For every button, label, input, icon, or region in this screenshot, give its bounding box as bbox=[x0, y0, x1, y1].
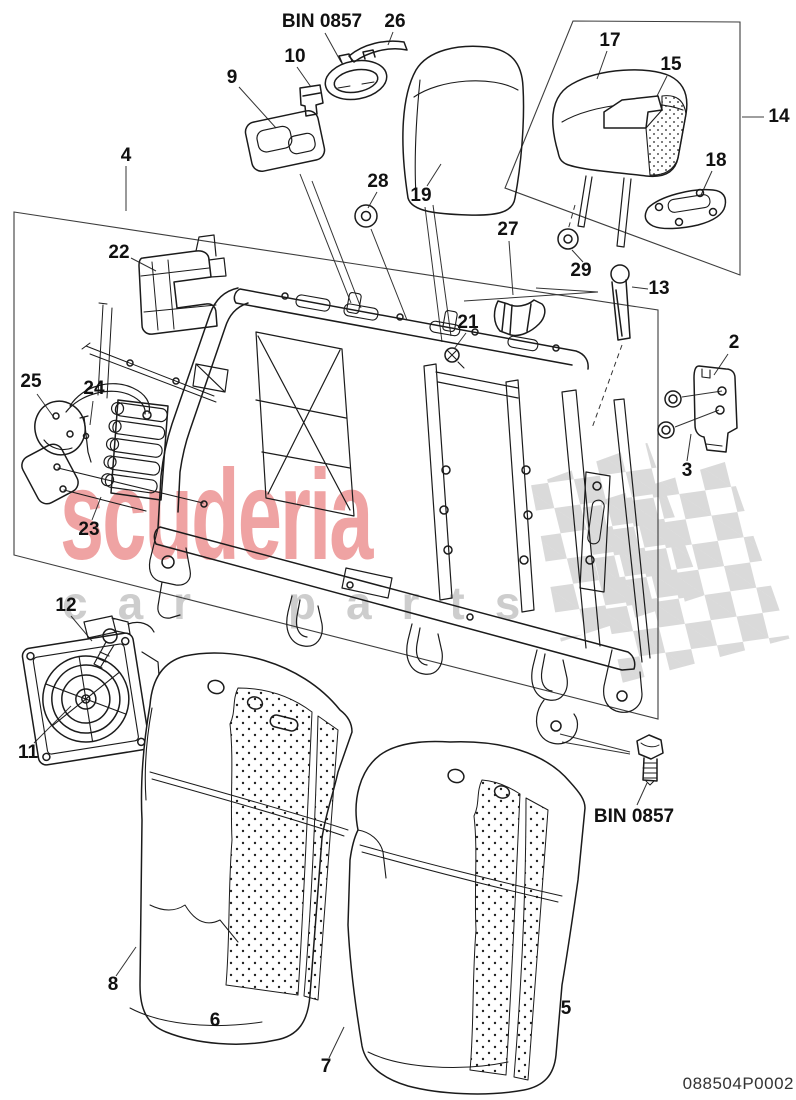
headrest-cushion-part bbox=[402, 45, 525, 216]
screw-part bbox=[93, 628, 118, 669]
seat-pad-left-part bbox=[129, 652, 353, 1045]
callout-6: 6 bbox=[209, 1010, 221, 1031]
headrest-guide-plate-part bbox=[644, 188, 727, 230]
callout-28: 28 bbox=[367, 171, 389, 192]
callout-22: 22 bbox=[108, 242, 130, 263]
group-parts bbox=[21, 40, 738, 1095]
callout-11: 11 bbox=[17, 742, 39, 763]
group-dashed-lines bbox=[567, 204, 623, 429]
callout-14: 14 bbox=[768, 106, 790, 127]
grommet-part bbox=[557, 228, 579, 250]
mount-bracket-part bbox=[693, 365, 738, 453]
callout-bin-top: BIN 0857 bbox=[281, 11, 363, 32]
nut-part bbox=[657, 390, 682, 439]
bezel-grommet-part bbox=[324, 49, 388, 101]
callout-29: 29 bbox=[570, 260, 592, 281]
callout-19: 19 bbox=[410, 185, 432, 206]
callout-25: 25 bbox=[20, 371, 42, 392]
trim-strip-part bbox=[348, 40, 408, 63]
callout-12: 12 bbox=[55, 595, 77, 616]
speaker-part bbox=[21, 632, 150, 766]
callout-23: 23 bbox=[78, 519, 100, 540]
screw-part bbox=[444, 347, 465, 369]
bezel-plate-part bbox=[244, 109, 326, 173]
callout-10: 10 bbox=[284, 46, 306, 67]
callout-8: 8 bbox=[107, 974, 119, 995]
grommet-part bbox=[354, 204, 378, 228]
pin-part bbox=[79, 415, 92, 463]
callout-2: 2 bbox=[728, 332, 740, 353]
clip-part bbox=[299, 84, 324, 117]
headrest-cover-part bbox=[552, 69, 688, 248]
drawing-part-number: 088504P0002 bbox=[682, 1074, 794, 1093]
seat-frame-part bbox=[81, 287, 651, 745]
callout-4: 4 bbox=[120, 145, 132, 166]
callout-26: 26 bbox=[384, 11, 406, 32]
callout-18: 18 bbox=[705, 150, 727, 171]
hex-bolt-part bbox=[636, 734, 664, 786]
callout-27: 27 bbox=[497, 219, 519, 240]
callout-5: 5 bbox=[560, 998, 572, 1019]
callout-15: 15 bbox=[660, 54, 682, 75]
callout-13: 13 bbox=[648, 278, 670, 299]
callout-9: 9 bbox=[226, 67, 238, 88]
callout-3: 3 bbox=[681, 460, 693, 481]
guide-bracket-part bbox=[138, 234, 227, 335]
latch-mechanism-part bbox=[53, 399, 208, 512]
release-rod-part bbox=[610, 264, 631, 341]
callout-21: 21 bbox=[457, 312, 479, 333]
callout-7: 7 bbox=[320, 1056, 332, 1077]
retainer-clip-part bbox=[493, 299, 546, 337]
seat-pad-right-part bbox=[347, 740, 586, 1095]
callout-bin-bottom: BIN 0857 bbox=[593, 806, 675, 827]
callout-17: 17 bbox=[599, 30, 621, 51]
callout-24: 24 bbox=[83, 378, 105, 399]
